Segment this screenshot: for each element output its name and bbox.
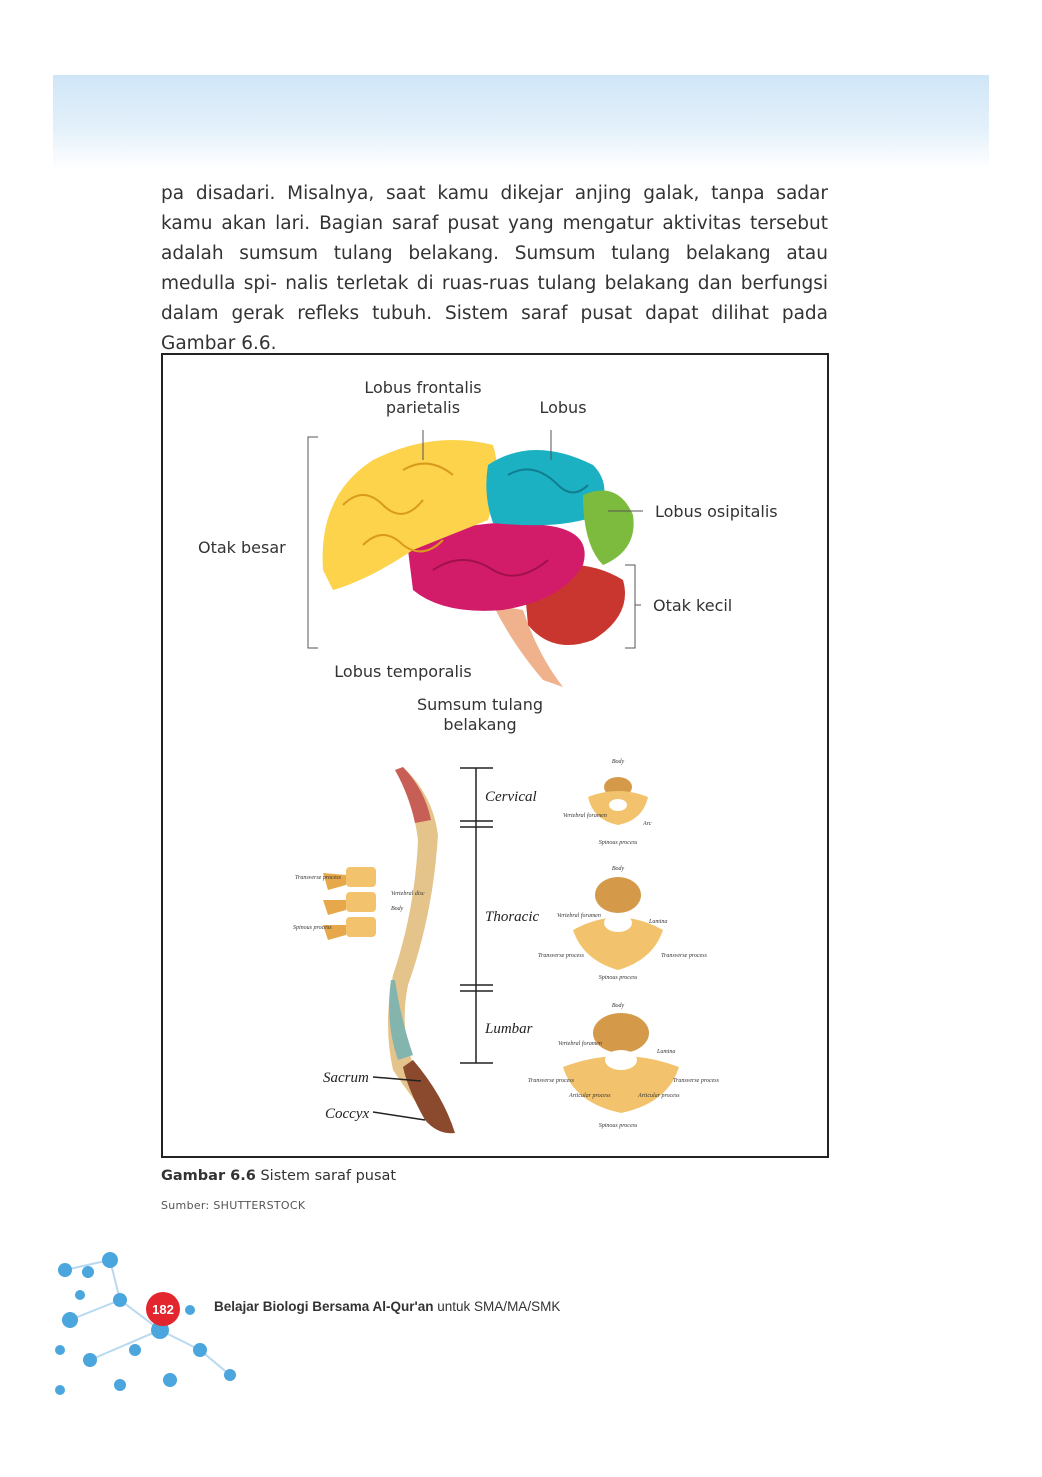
label-side-transverse: Transverse process: [295, 875, 342, 881]
label-thoracic: Thoracic: [485, 909, 540, 925]
book-suffix: untuk SMA/MA/SMK: [433, 1299, 561, 1314]
label-t-spinous: Spinous process: [599, 975, 638, 981]
spine-illustration: [388, 767, 455, 1134]
label-t-lamina: Lamina: [648, 919, 667, 925]
label-otak-besar: Otak besar: [198, 538, 286, 557]
label-lobus-temporalis: Lobus temporalis: [334, 662, 471, 681]
caption-text: Sistem saraf pusat: [255, 1168, 397, 1184]
label-l-body: Body: [612, 1003, 625, 1009]
label-c-body: Body: [612, 759, 625, 765]
label-sacrum: Sacrum: [323, 1070, 369, 1086]
temporal-lobe: [408, 522, 585, 611]
frontal-parietal-lobe: [322, 440, 497, 590]
paragraph-text: pa disadari. Misalnya, saat kamu dikejar…: [161, 183, 828, 354]
label-lobus-frontalis: Lobus frontalis: [364, 378, 481, 397]
label-t-transverse-l: Transverse process: [538, 953, 585, 959]
book-title: Belajar Biologi Bersama Al-Qur'an: [214, 1299, 434, 1314]
occipital-lobe: [583, 490, 634, 565]
label-side-vertebral: Vertebral disc: [391, 891, 425, 897]
lumbar-vertebra: [563, 1013, 679, 1113]
figure-source: Sumber: SHUTTERSTOCK: [161, 1199, 306, 1212]
label-lobus-osipitalis: Lobus osipitalis: [655, 502, 778, 521]
label-l-articular-l: Articular process: [568, 1093, 611, 1099]
brain-leaders: [307, 430, 643, 649]
side-vertebrae: [323, 867, 376, 940]
caption-label: Gambar 6.6: [161, 1168, 256, 1184]
label-sumsum-1: Sumsum tulang: [417, 695, 543, 714]
label-c-spinous: Spinous process: [599, 840, 638, 846]
label-l-foramen: Vertebral foramen: [558, 1040, 602, 1047]
label-l-transverse-r: Transverse process: [673, 1078, 720, 1084]
spine-brackets: [372, 767, 493, 1121]
label-coccyx: Coccyx: [325, 1106, 369, 1122]
label-lobus: Lobus: [539, 398, 586, 417]
figure-illustration: Lobus frontalis parietalis Lobus Lobus o…: [198, 378, 778, 1134]
label-side-spinous: Spinous process: [293, 925, 332, 931]
parietal-lobe: [486, 450, 605, 526]
label-t-transverse-r: Transverse process: [661, 953, 708, 959]
label-t-foramen: Vertebral foramen: [557, 912, 601, 919]
label-l-spinous: Spinous process: [599, 1123, 638, 1129]
header-band: [53, 75, 989, 170]
gyri: [342, 462, 454, 553]
label-side-body: Body: [391, 906, 404, 912]
body-paragraph: pa disadari. Misalnya, saat kamu dikejar…: [161, 179, 828, 359]
label-cervical: Cervical: [485, 789, 537, 805]
figure-6-6: Lobus frontalis parietalis Lobus Lobus o…: [161, 353, 829, 1158]
label-parietalis: parietalis: [386, 398, 460, 417]
thoracic-vertebra: [573, 877, 663, 970]
label-l-transverse-l: Transverse process: [528, 1078, 575, 1084]
figure-caption: Gambar 6.6 Sistem saraf pusat: [161, 1168, 396, 1184]
footer-book-title: Belajar Biologi Bersama Al-Qur'an untuk …: [214, 1299, 560, 1314]
label-t-body: Body: [612, 866, 625, 872]
label-c-arc: Arc: [642, 821, 652, 827]
label-otak-kecil: Otak kecil: [653, 596, 732, 615]
page-number: 182: [146, 1292, 180, 1326]
cervical-vertebra: [588, 777, 648, 825]
brain-illustration: [322, 440, 634, 687]
label-sumsum-2: belakang: [443, 715, 516, 734]
label-c-foramen: Vertebral foramen: [563, 812, 607, 819]
label-l-articular-r: Articular process: [637, 1093, 680, 1099]
molecule-decoration: [55, 1252, 236, 1395]
label-lumbar: Lumbar: [484, 1021, 533, 1037]
label-l-lamina: Lamina: [656, 1049, 675, 1055]
brainstem: [493, 605, 563, 687]
